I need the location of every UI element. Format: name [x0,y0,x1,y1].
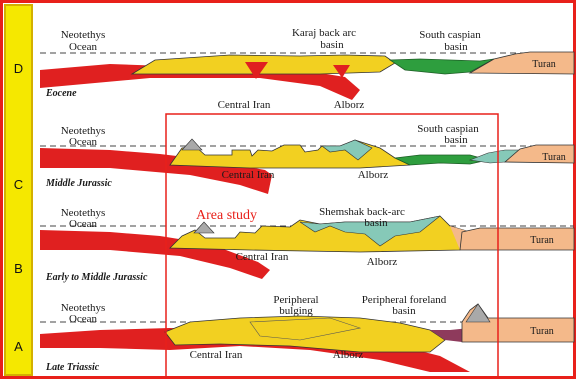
karaj-basin-label-line1: Karaj back arc [292,27,356,39]
alborz-label: Alborz [367,256,398,268]
section-eocene [40,52,574,100]
central-iran-label: Central Iran [222,169,275,181]
ocean-label-line2: Ocean [69,313,98,325]
turan-block [460,228,574,250]
ocean-label-line2: Ocean [69,218,98,230]
central-iran-label: Central Iran [190,349,243,361]
shemshak-basin-label-line1: Shemshak back-arc [319,206,405,218]
caspian-basin-label-line2: basin [444,41,468,53]
section-early-middle-jurassic [40,216,574,279]
ocean-label-line2: Ocean [69,136,98,148]
era-label: Late Triassic [45,362,100,373]
alborz-label: Alborz [334,99,365,111]
central-iran-label: Central Iran [236,251,289,263]
volcano-grey [194,222,214,233]
era-label: Middle Jurassic [45,178,112,189]
caspian-basin-label-line1: South caspian [419,29,481,41]
karaj-basin-label-line2: basin [320,39,344,51]
ocean-label-line1: Neotethys [61,29,106,41]
alborz-label: Alborz [358,169,389,181]
volcano-grey [182,139,202,150]
central-iran-block [170,140,410,168]
alborz-label: Alborz [333,349,364,361]
turan-label: Turan [530,235,554,246]
central-iran-label: Central Iran [218,99,271,111]
caspian-basin-label-line2: basin [444,134,468,146]
era-label: Eocene [45,88,77,99]
era-label: Early to Middle Jurassic [45,272,148,283]
turan-label: Turan [542,152,566,163]
foreland-basin-label-line2: basin [392,305,416,317]
section-middle-jurassic [40,139,574,194]
turan-label: Turan [532,59,556,70]
shemshak-basin-label-line2: basin [364,217,388,229]
ocean-label-line2: Ocean [69,41,98,53]
area-study-label: Area study [196,208,257,223]
peripheral-bulging-label-line2: bulging [279,305,313,317]
turan-label: Turan [530,326,554,337]
